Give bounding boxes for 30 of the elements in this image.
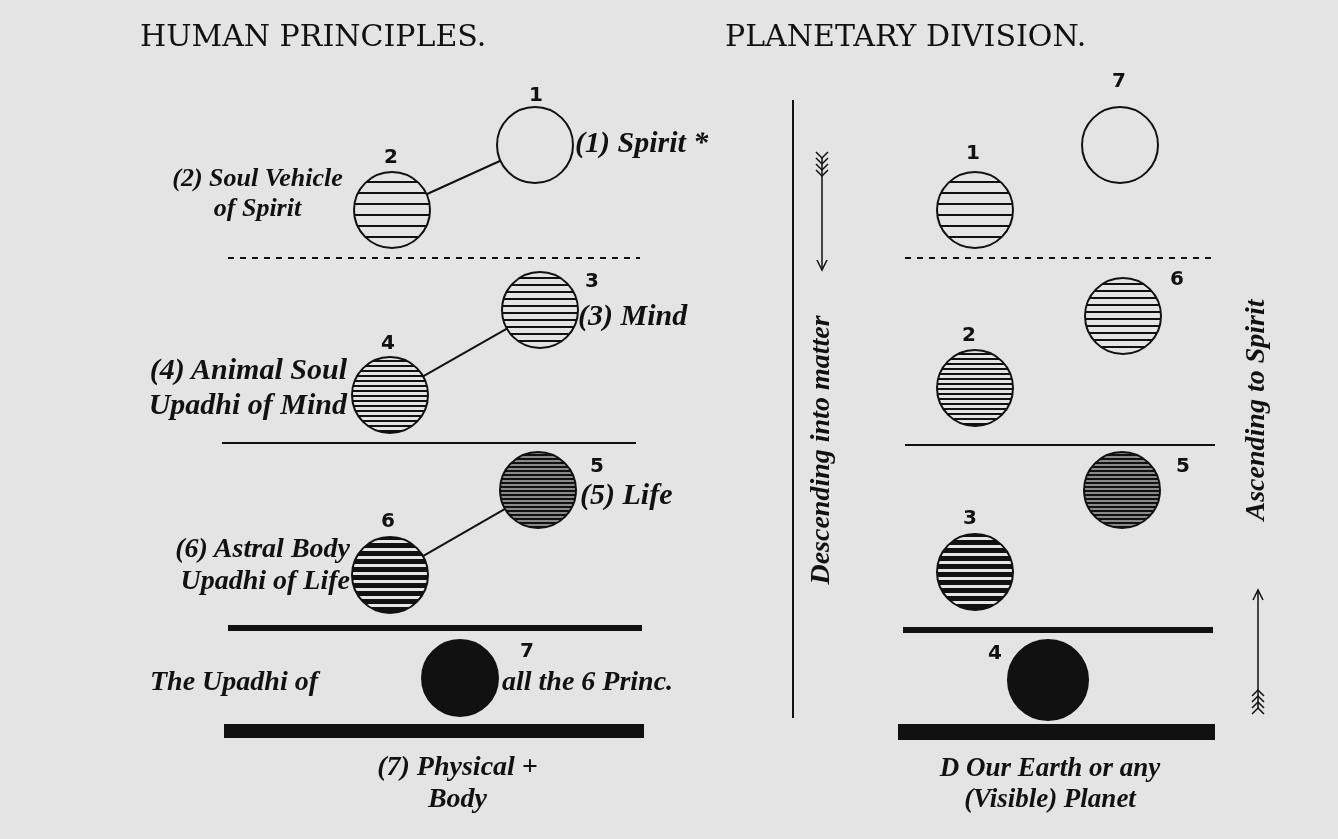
node-label: (7) Physical + Body [376, 750, 539, 815]
connector-line [421, 507, 507, 558]
number-label: 6 [1170, 266, 1184, 290]
node-label: The Upadhi of [150, 665, 415, 698]
connector-line [422, 327, 508, 378]
number-label: 7 [1112, 68, 1126, 92]
number-label: 4 [988, 640, 1002, 664]
node-label: (1) Spirit * [575, 125, 710, 160]
node-label: (5) Life [580, 477, 674, 512]
node-label: (2) Soul Vehicle of Spirit [171, 163, 344, 223]
number-label: 7 [520, 638, 534, 662]
number-label: 5 [590, 453, 604, 477]
axis-caption: Ascending to Spirit [1238, 299, 1271, 521]
number-label: 6 [381, 508, 395, 532]
column-heading: HUMAN PRINCIPLES. [140, 18, 487, 53]
node-label: (3) Mind [578, 298, 689, 333]
node-label: (6) Astral Body Upadhi of Life [174, 532, 350, 597]
caption: D Our Earth or any (Visible) Planet [938, 752, 1162, 815]
number-label: 4 [381, 330, 395, 354]
number-label: 3 [963, 505, 977, 529]
axis-caption: Descending into matter [803, 315, 836, 585]
number-label: 2 [384, 144, 398, 168]
node-label: all the 6 Princ. [502, 665, 675, 698]
node-label: (4) Animal Soul Upadhi of Mind [147, 352, 347, 421]
column-heading: PLANETARY DIVISION. [725, 18, 1087, 53]
number-label: 5 [1176, 453, 1190, 477]
number-label: 2 [962, 322, 976, 346]
number-label: 1 [966, 140, 980, 164]
number-label: 3 [585, 268, 599, 292]
number-label: 1 [529, 82, 543, 106]
